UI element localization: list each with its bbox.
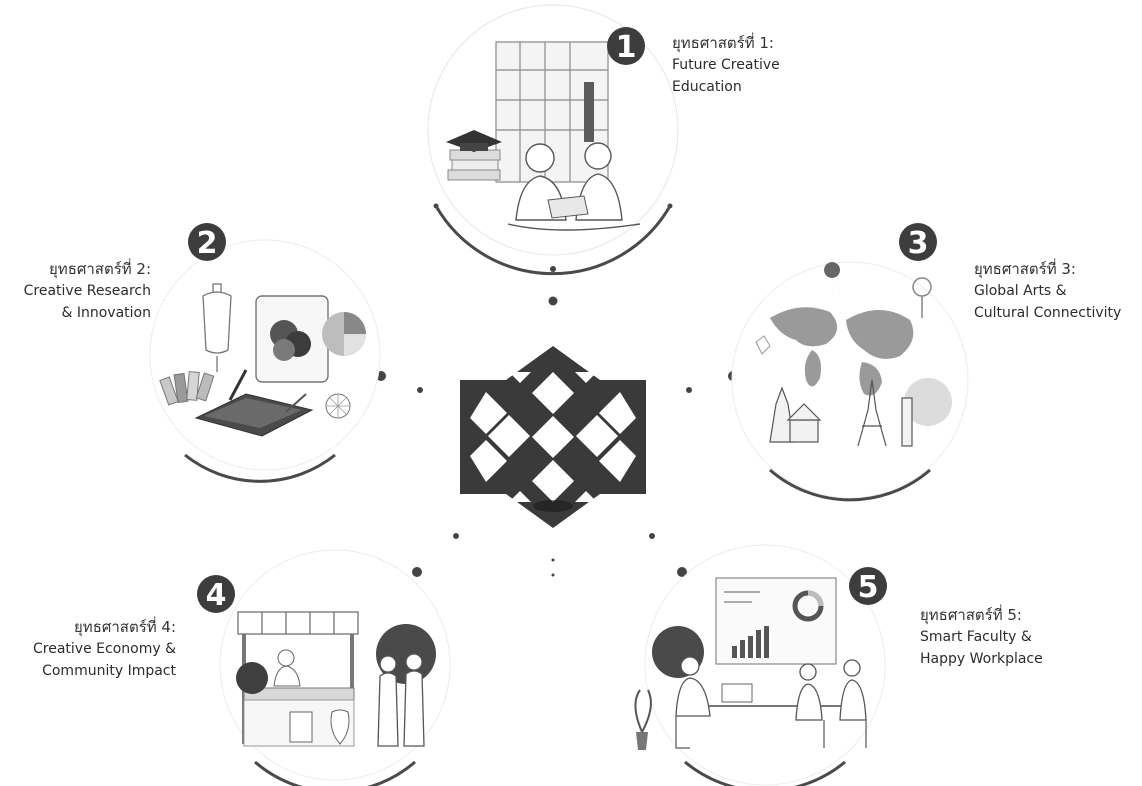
strategy-3-line-1: Global Arts & — [974, 280, 1121, 302]
strategy-4-line-2: Community Impact — [33, 660, 176, 682]
strategy-1-label: ยุทธศาสตร์ที่ 1: Future Creative Educati… — [672, 32, 780, 98]
strategy-3-line-2: Cultural Connectivity — [974, 302, 1121, 324]
market-stall-icon — [220, 550, 450, 786]
strategy-2-line-2: & Innovation — [24, 302, 151, 324]
strategy-4-line-1: Creative Economy & — [33, 638, 176, 660]
badge-number: 4 — [206, 578, 227, 613]
strategy-2-line-1: Creative Research — [24, 280, 151, 302]
number-badge-5: 5 — [849, 567, 887, 605]
strategy-1-line-1: Future Creative — [672, 54, 780, 76]
strategy-2-title: ยุทธศาสตร์ที่ 2: — [24, 258, 151, 280]
badge-number: 1 — [616, 30, 637, 65]
strategy-4-label: ยุทธศาสตร์ที่ 4: Creative Economy & Comm… — [33, 616, 176, 682]
strategy-1-line-2: Education — [672, 76, 780, 98]
number-badge-1: 1 — [607, 27, 645, 65]
faculty-logo-icon — [460, 346, 646, 528]
office-meeting-icon — [635, 545, 885, 786]
badge-number: 3 — [908, 226, 929, 261]
strategy-5-title: ยุทธศาสตร์ที่ 5: — [920, 604, 1043, 626]
strategy-5-line-1: Smart Faculty & — [920, 626, 1043, 648]
globe-landmarks-icon — [732, 262, 968, 500]
number-badge-3: 3 — [899, 223, 937, 261]
strategy-1-title: ยุทธศาสตร์ที่ 1: — [672, 32, 780, 54]
strategy-4-title: ยุทธศาสตร์ที่ 4: — [33, 616, 176, 638]
number-badge-2: 2 — [188, 223, 226, 261]
strategy-5-line-2: Happy Workplace — [920, 648, 1043, 670]
badge-number: 2 — [197, 226, 218, 261]
strategy-3-label: ยุทธศาสตร์ที่ 3: Global Arts & Cultural … — [974, 258, 1121, 324]
badge-number: 5 — [858, 570, 879, 605]
strategy-2-label: ยุทธศาสตร์ที่ 2: Creative Research & Inn… — [24, 258, 151, 324]
research-tablet-icon — [150, 240, 380, 481]
strategy-5-label: ยุทธศาสตร์ที่ 5: Smart Faculty & Happy W… — [920, 604, 1043, 670]
strategy-3-title: ยุทธศาสตร์ที่ 3: — [974, 258, 1121, 280]
number-badge-4: 4 — [197, 575, 235, 613]
